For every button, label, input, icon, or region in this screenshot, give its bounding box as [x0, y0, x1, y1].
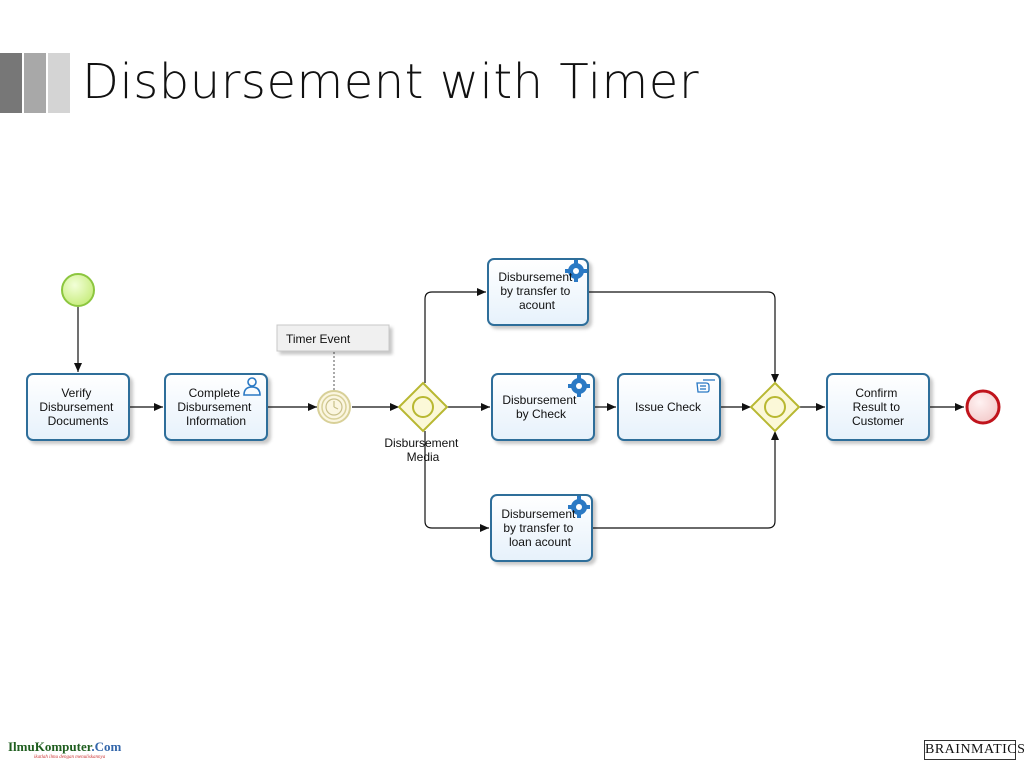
task-label-line: loan acount: [509, 535, 572, 549]
task-disbursement-by-check: Disbursement by Check: [491, 373, 595, 441]
ilmukomputer-logo: IlmuKomputer.Com ikatlah ilmu dengan men…: [8, 739, 121, 761]
svg-text:Confirm Result to: Confirm Result to Customer: [852, 386, 904, 428]
task-label-line: Disbursement: [501, 507, 576, 521]
flow-transfer-to-join: [588, 291, 779, 383]
svg-text:Disbursement by transfer: Disbursement by transfer to acount: [498, 270, 575, 312]
task-complete-information: Complete Disbursement Information: [164, 373, 268, 441]
task-label-line: Issue Check: [635, 400, 702, 414]
task-label-line: Information: [186, 414, 246, 428]
flow-loan-to-join: [592, 431, 779, 529]
task-label-line: Confirm: [855, 386, 897, 400]
task-label-line: Customer: [852, 414, 904, 428]
end-event: [965, 389, 1001, 425]
sequence-flows: [74, 288, 964, 532]
task-label-line: Complete: [189, 386, 241, 400]
timer-annotation-text: Timer Event: [286, 332, 351, 346]
task-label-line: by transfer to: [500, 284, 570, 298]
timer-event-annotation: Timer Event: [276, 324, 390, 391]
clock-icon: [325, 398, 343, 416]
manual-task-hand-icon: [696, 379, 715, 393]
join-gateway: [749, 381, 801, 433]
task-label-line: by transfer to: [503, 521, 573, 535]
accent-bar-light: [48, 53, 70, 113]
task-label-line: Verify: [61, 386, 91, 400]
task-label-line: Disbursement: [177, 400, 252, 414]
svg-text:Disbursement by transfer: Disbursement by transfer to loan acount: [501, 507, 578, 549]
svg-text:Disbursement by Check: Disbursement by Check: [502, 393, 579, 421]
accent-bar-mid: [24, 53, 46, 113]
accent-bar-dark: [0, 53, 22, 113]
logo-brand-text: IlmuKomputer: [8, 739, 92, 754]
task-transfer-to-account: Disbursement by transfer to acount: [487, 258, 589, 326]
task-label-line: Disbursement: [498, 270, 573, 284]
bpmn-diagram: Verify Disbursement Documents Complete D…: [26, 258, 1001, 562]
brainmatics-logo: BRAINMATICS: [924, 740, 1024, 760]
task-confirm-result: Confirm Result to Customer: [826, 373, 930, 441]
service-task-gear-icon: [568, 496, 590, 518]
task-label-line: by Check: [516, 407, 567, 421]
timer-intermediate-event: [317, 390, 351, 424]
gateway-label-line: Media: [407, 450, 440, 464]
flow-gateway-to-loan: [424, 431, 489, 532]
title-accent-bars: [0, 53, 72, 113]
task-transfer-to-loan-account: Disbursement by transfer to loan acount: [490, 494, 593, 562]
gateway-label-line: Disbursement: [384, 436, 459, 450]
slide-title: Disbursement with Timer: [82, 54, 700, 110]
svg-text:Disbursement Media: Disbursement Media: [384, 436, 461, 464]
svg-text:Complete Disbursement: Complete Disbursement Information: [177, 386, 254, 428]
task-label-line: Disbursement: [39, 400, 114, 414]
user-task-icon: [243, 377, 261, 396]
flow-gateway-to-transfer: [424, 288, 486, 383]
task-issue-check: Issue Check: [617, 373, 721, 441]
task-verify-documents: Verify Disbursement Documents: [26, 373, 130, 441]
split-gateway: [397, 381, 449, 433]
service-task-gear-icon: [565, 260, 587, 282]
logo-brand-suffix: .Com: [91, 739, 122, 754]
task-label-line: acount: [519, 298, 556, 312]
service-task-gear-icon: [568, 375, 590, 397]
logo-tagline: ikatlah ilmu dengan menuliskannya: [34, 755, 106, 760]
svg-text:Verify Disbursement: Verify Disbursement Documents: [39, 386, 116, 428]
start-event: [61, 273, 95, 307]
task-label-line: Result to: [853, 400, 901, 414]
task-label-line: Documents: [48, 414, 109, 428]
task-label-line: Disbursement: [502, 393, 577, 407]
